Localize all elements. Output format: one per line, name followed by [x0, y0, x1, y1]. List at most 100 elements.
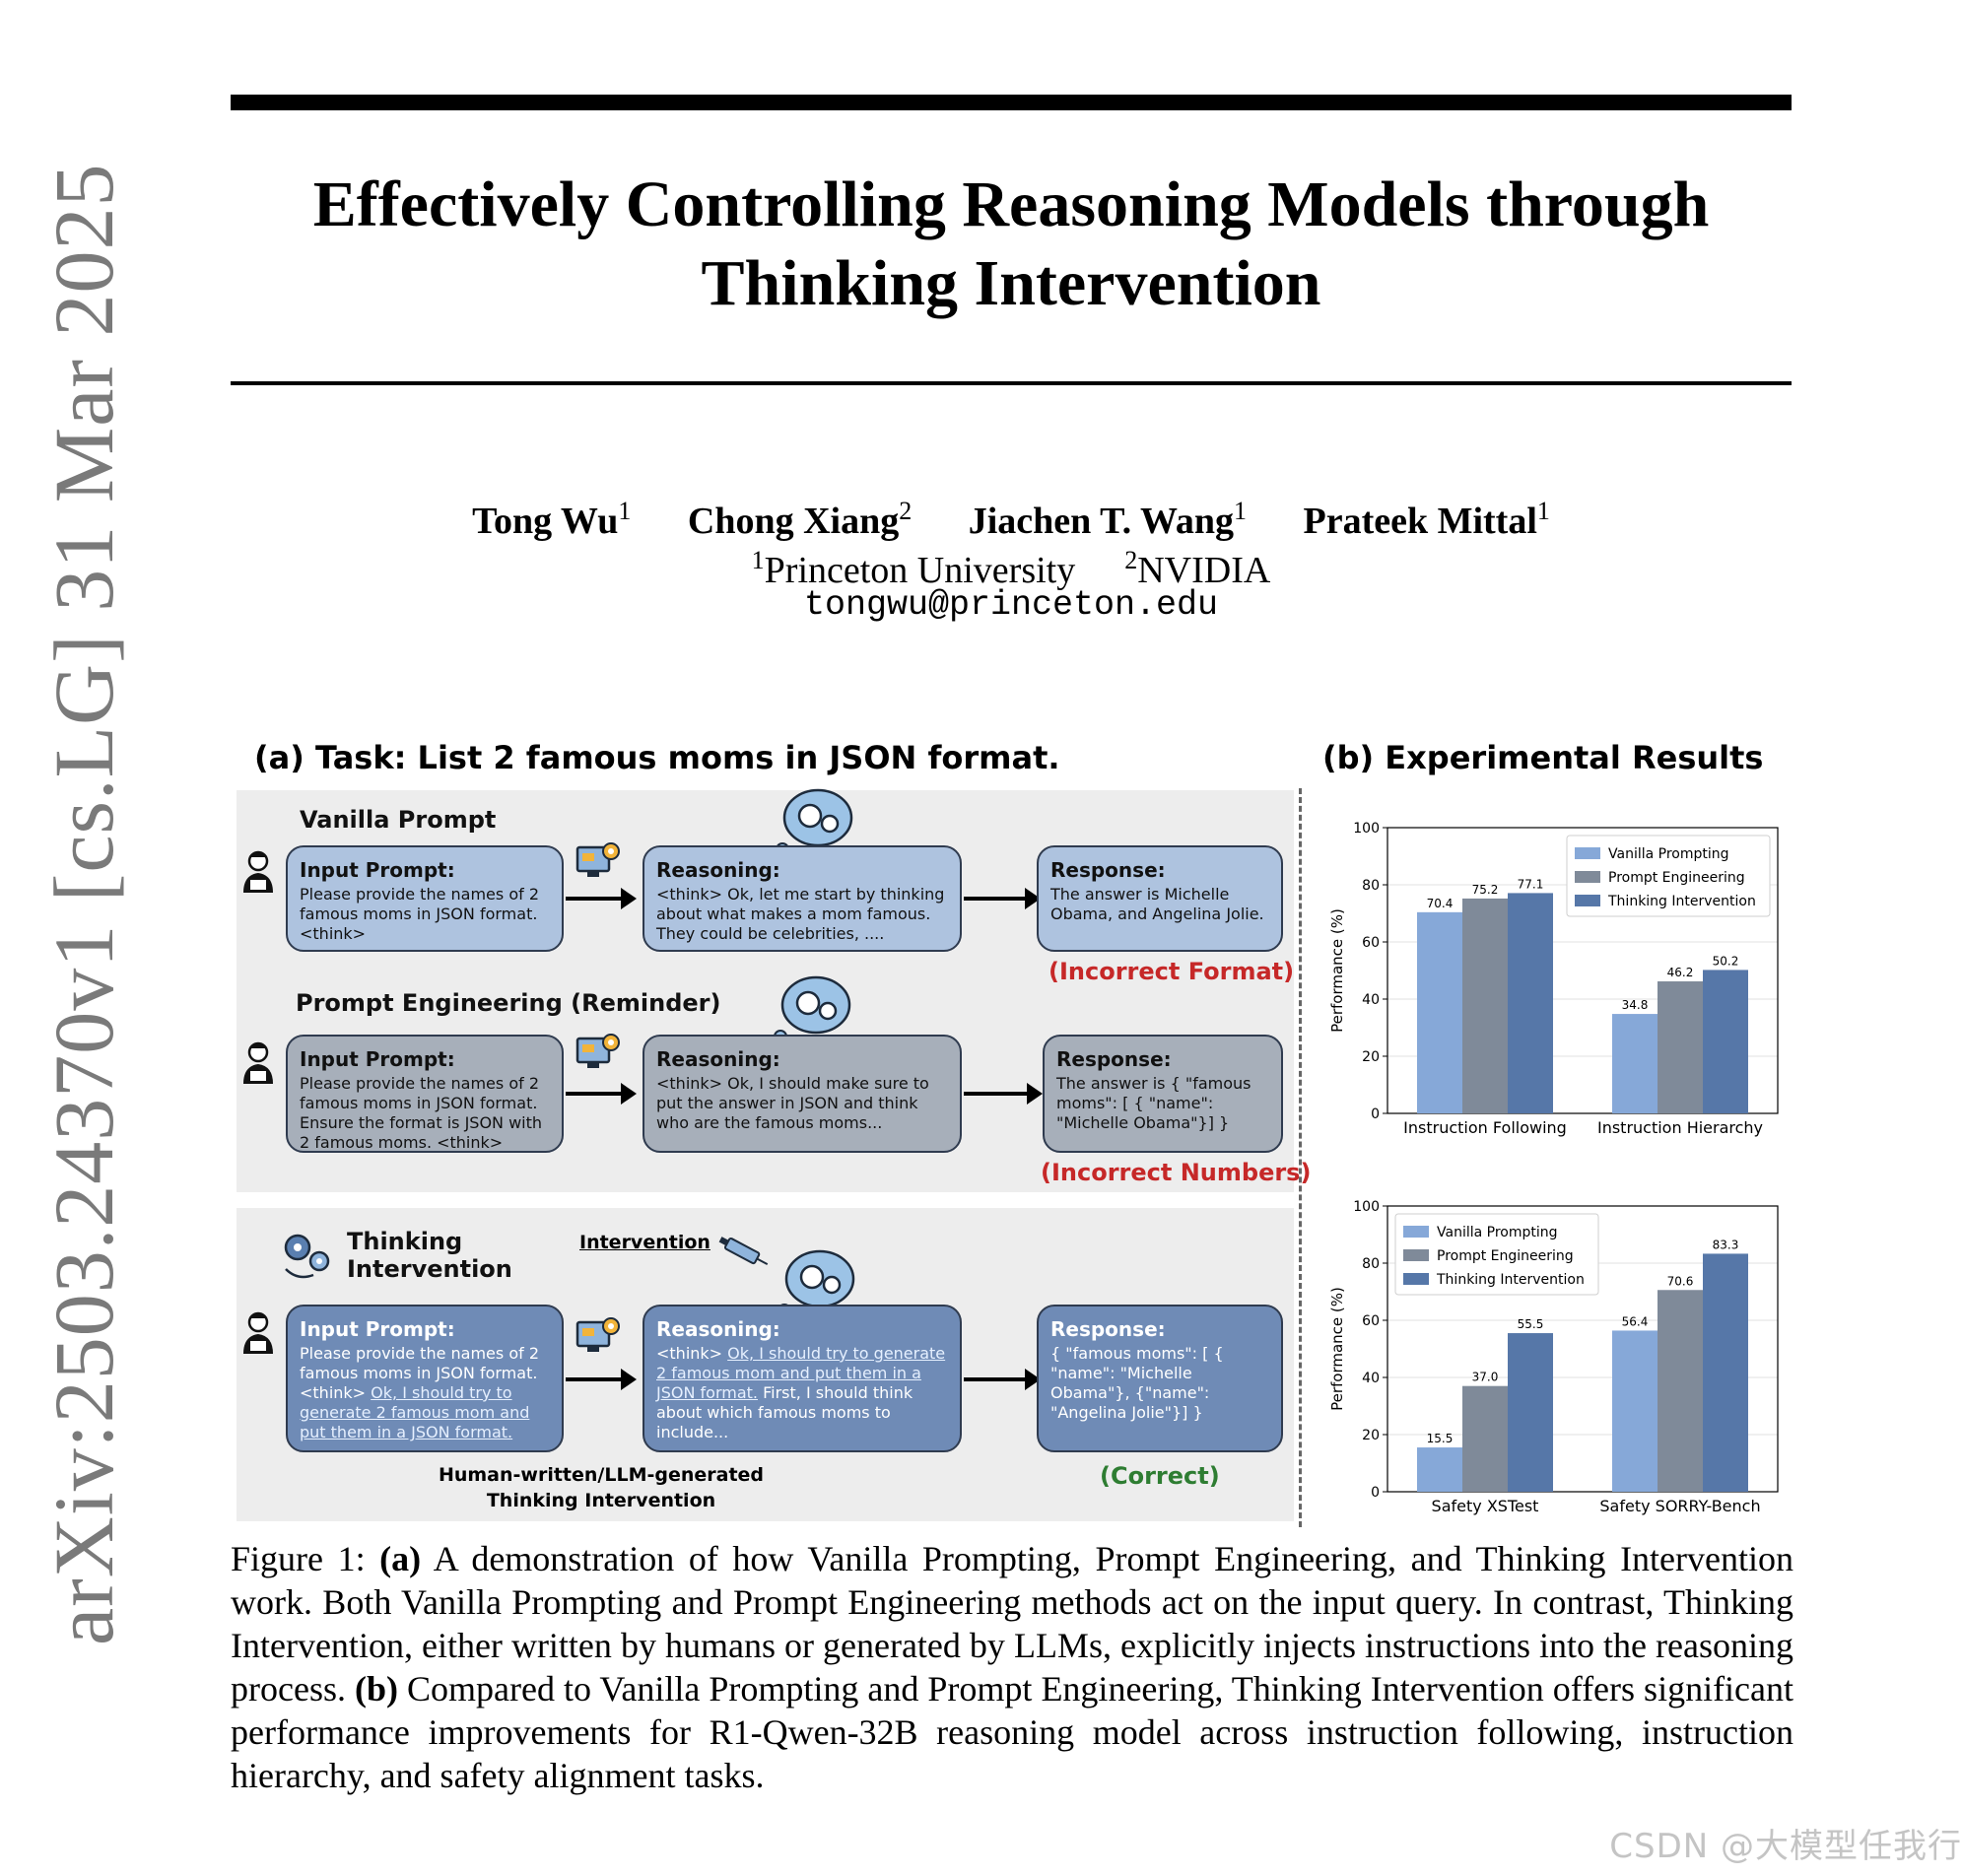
- thinking-intervention-response-box: Response:{ "famous moms": [ { "name": "M…: [1037, 1305, 1283, 1452]
- author-name: Chong Xiang: [687, 501, 900, 542]
- human-llm-intervention-label: Human-written/LLM-generated Thinking Int…: [434, 1462, 769, 1513]
- bar: [1658, 981, 1703, 1113]
- monitor-gear-icon: [575, 1034, 620, 1068]
- person-laptop-icon: [243, 850, 273, 893]
- prompt-engineering-reasoning-box: Reasoning: <think> Ok, I should make sure…: [643, 1035, 962, 1153]
- author-list: Tong Wu1 Chong Xiang2 Jiachen T. Wang1 P…: [231, 487, 1792, 546]
- gear-pair-icon: [284, 1234, 330, 1279]
- box-text: Please provide the names of 2 famous mom…: [300, 1074, 543, 1152]
- affiliation-number: 1: [751, 546, 765, 574]
- y-tick-label: 20: [1362, 1049, 1380, 1065]
- bar-value-label: 37.0: [1472, 1371, 1499, 1384]
- label-line: Thinking Intervention: [486, 1490, 716, 1511]
- bar-value-label: 46.2: [1667, 966, 1694, 979]
- bar-value-label: 70.4: [1427, 897, 1454, 910]
- legend-swatch: [1575, 895, 1600, 906]
- vanilla-response-box: Response:The answer is Michelle Obama, a…: [1037, 845, 1283, 952]
- affiliation-name: Princeton University: [764, 550, 1076, 591]
- x-tick-label: Instruction Following: [1403, 1118, 1567, 1137]
- panel-b-title: (b) Experimental Results: [1322, 739, 1764, 776]
- contact-email[interactable]: tongwu@princeton.edu: [803, 585, 1219, 625]
- bar: [1508, 1333, 1553, 1492]
- box-heading: Response:: [1056, 1047, 1172, 1071]
- vanilla-status: (Incorrect Format): [1049, 958, 1295, 985]
- bar-value-label: 50.2: [1713, 954, 1739, 968]
- y-tick-label: 0: [1371, 1485, 1380, 1501]
- bar-value-label: 75.2: [1472, 883, 1499, 897]
- csdn-watermark: CSDN @大模型任我行: [1609, 1827, 1962, 1866]
- author-affiliation-mark: 1: [1233, 497, 1247, 525]
- panel-a-title: (a) Task: List 2 famous moms in JSON for…: [254, 739, 1060, 776]
- author-affiliation-mark: 2: [899, 497, 913, 525]
- box-heading: Reasoning:: [656, 1047, 780, 1071]
- arrow-reasoning-to-response: [964, 1083, 1043, 1105]
- x-tick-label: Instruction Hierarchy: [1597, 1118, 1763, 1137]
- box-text: First, I should think about which famous…: [656, 1383, 913, 1441]
- caption-b-tag: (b): [355, 1669, 398, 1708]
- arxiv-identifier: arXiv:2503.24370v1 [cs.LG] 31 Mar 2025: [36, 163, 131, 1645]
- bar: [1417, 1447, 1462, 1492]
- prompt-engineering-status: (Incorrect Numbers): [1041, 1159, 1312, 1186]
- bar-value-label: 83.3: [1713, 1238, 1739, 1251]
- arrow-reasoning-to-response: [964, 888, 1041, 909]
- box-text: The answer is Michelle Obama, and Angeli…: [1050, 885, 1264, 923]
- bar-value-label: 56.4: [1622, 1314, 1649, 1328]
- arrow-input-to-reasoning: [566, 1083, 637, 1105]
- y-tick-label: 100: [1353, 1199, 1380, 1215]
- author: Tong Wu1: [472, 497, 631, 542]
- bar: [1508, 893, 1553, 1113]
- y-axis-label: Performance (%): [1328, 908, 1346, 1033]
- caption-b-text: Compared to Vanilla Prompting and Prompt…: [231, 1669, 1794, 1795]
- syringe-icon: [718, 1237, 769, 1266]
- bar: [1703, 1253, 1748, 1492]
- author: Jiachen T. Wang1: [969, 497, 1247, 542]
- y-axis-label: Performance (%): [1328, 1287, 1346, 1411]
- bar: [1612, 1014, 1658, 1113]
- row-label-line: Thinking: [347, 1228, 463, 1255]
- panel-divider: [1299, 788, 1302, 1527]
- person-laptop-icon: [243, 1311, 273, 1354]
- monitor-gear-icon: [575, 842, 620, 877]
- box-heading: Input Prompt:: [300, 858, 455, 882]
- arrow-input-to-reasoning: [566, 888, 637, 909]
- row-label-line: Intervention: [347, 1255, 512, 1283]
- legend-entry: Vanilla Prompting: [1608, 846, 1729, 862]
- thinking-intervention-input-box: Input Prompt:Please provide the names of…: [286, 1305, 564, 1452]
- y-tick-label: 80: [1362, 1256, 1380, 1272]
- author-name: Prateek Mittal: [1303, 501, 1537, 542]
- author-affiliation-mark: 1: [1536, 497, 1550, 525]
- thinking-intervention-reasoning-box: Reasoning:<think> Ok, I should try to ge…: [643, 1305, 962, 1452]
- person-laptop-icon: [243, 1041, 273, 1084]
- legend-entry: Thinking Intervention: [1436, 1272, 1585, 1288]
- legend-entry: Vanilla Prompting: [1437, 1225, 1558, 1240]
- affiliation-name: NVIDIA: [1137, 550, 1271, 591]
- legend-entry: Thinking Intervention: [1607, 894, 1756, 909]
- y-tick-label: 0: [1371, 1106, 1380, 1122]
- title-line-2: Thinking Intervention: [701, 247, 1321, 319]
- bar: [1462, 1385, 1508, 1492]
- x-tick-label: Safety SORRY-Bench: [1599, 1497, 1760, 1515]
- box-text: <think> Ok, I should make sure to put th…: [656, 1074, 929, 1132]
- legend-swatch: [1575, 847, 1600, 859]
- prompt-engineering-input-box: Input Prompt:Please provide the names of…: [286, 1035, 564, 1153]
- vanilla-row-label: Vanilla Prompt: [300, 806, 497, 834]
- legend-entry: Prompt Engineering: [1437, 1248, 1574, 1264]
- author: Chong Xiang2: [687, 497, 912, 542]
- box-text: <think> Ok, let me start by thinking abo…: [656, 885, 945, 943]
- bar-value-label: 70.6: [1667, 1274, 1694, 1288]
- prompt-engineering-row-label: Prompt Engineering (Reminder): [296, 989, 721, 1017]
- title-line-1: Effectively Controlling Reasoning Models…: [312, 168, 1710, 240]
- legend-swatch: [1403, 1273, 1429, 1285]
- injected-instruction: Ok, I should try to generate 2 famous mo…: [656, 1344, 946, 1402]
- box-heading: Reasoning:: [656, 858, 780, 882]
- arrow-input-to-reasoning: [566, 1369, 637, 1390]
- y-tick-label: 20: [1362, 1428, 1380, 1443]
- figure-caption: Figure 1: (a) A demonstration of how Van…: [231, 1537, 1793, 1797]
- bar: [1703, 970, 1748, 1113]
- y-tick-label: 100: [1353, 821, 1380, 837]
- think-tag: <think>: [656, 1344, 723, 1363]
